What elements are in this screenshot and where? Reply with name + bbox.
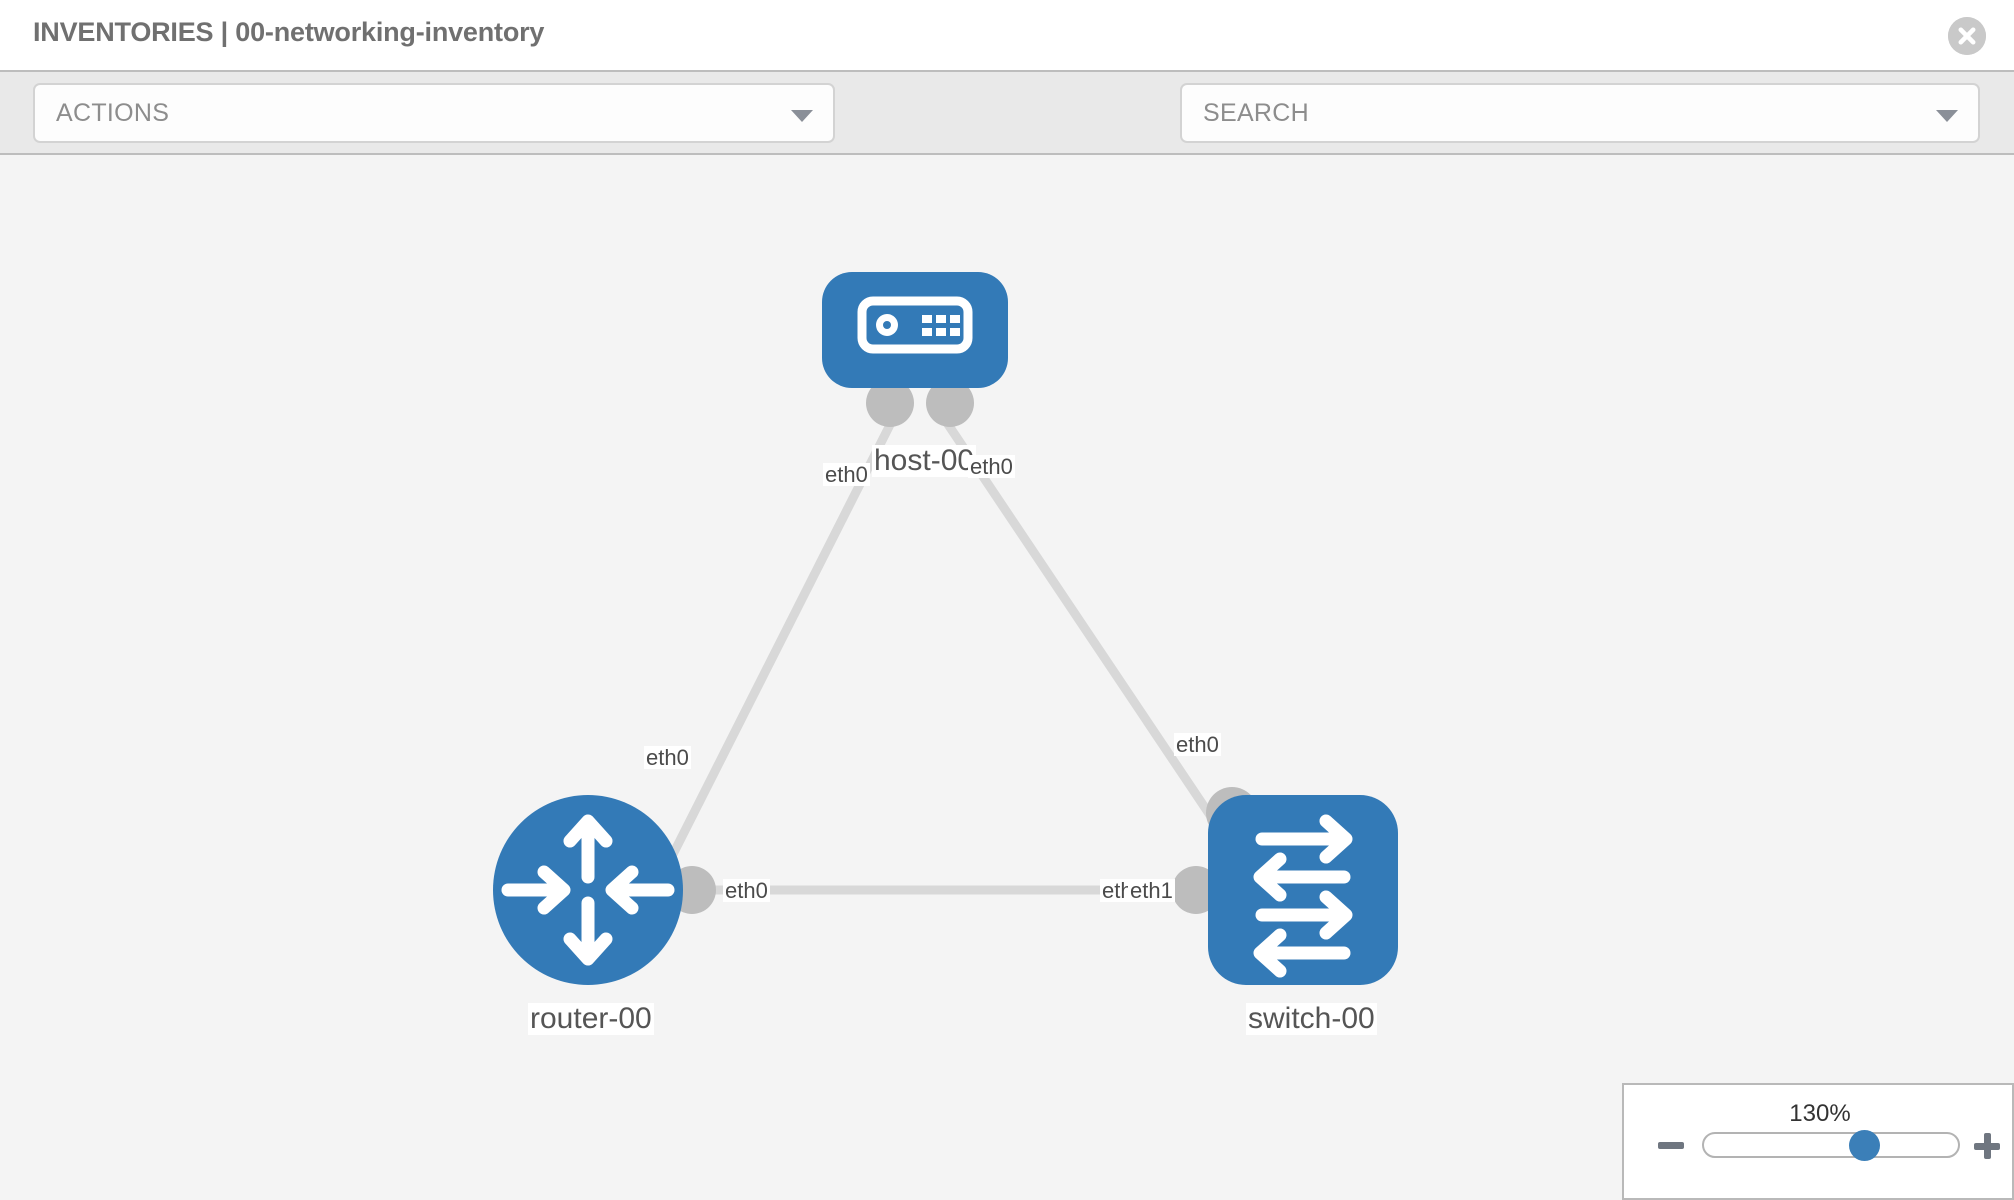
server-icon (857, 296, 973, 354)
node-label-switch-00[interactable]: switch-00 (1246, 1002, 1377, 1035)
port-label-router-up[interactable]: eth0 (644, 745, 691, 770)
router-node-shape[interactable] (493, 795, 683, 985)
router-arrows-icon (501, 814, 675, 966)
port-label-switch-left[interactable]: eth1 (1128, 878, 1175, 903)
close-button[interactable] (1948, 17, 1986, 55)
host-node-shape[interactable] (822, 272, 1008, 388)
actions-dropdown[interactable]: ACTIONS (33, 83, 835, 143)
page-header: INVENTORIES | 00-networking-inventory (0, 0, 2014, 70)
zoom-slider-thumb[interactable] (1849, 1130, 1880, 1161)
port-host-left[interactable] (866, 379, 914, 427)
port-host-right[interactable] (926, 379, 974, 427)
search-input[interactable]: SEARCH (1180, 83, 1980, 143)
page-title: INVENTORIES | 00-networking-inventory (33, 17, 545, 47)
actions-dropdown-label: ACTIONS (56, 99, 170, 127)
chevron-down-icon[interactable] (1936, 110, 1958, 122)
node-router-00[interactable] (493, 795, 683, 985)
close-circle-icon (1948, 17, 1986, 55)
port-label-switch-left-overlap[interactable]: eth (1100, 878, 1135, 903)
port-label-router-right[interactable]: eth0 (723, 878, 770, 903)
port-label-host-left[interactable]: eth0 (823, 462, 870, 487)
topology-links (655, 402, 1234, 895)
port-label-switch-up[interactable]: eth0 (1174, 732, 1221, 757)
toolbar: ACTIONS SEARC (0, 70, 2014, 208)
node-label-router-00[interactable]: router-00 (528, 1002, 654, 1035)
zoom-in-button[interactable] (1974, 1133, 2000, 1159)
node-host-00[interactable] (822, 272, 1008, 388)
switch-arrows-icon (1253, 814, 1353, 978)
topology-graph (493, 272, 1398, 985)
zoom-panel: 130% (1622, 1083, 2014, 1200)
zoom-out-button[interactable] (1658, 1142, 1684, 1149)
topology-canvas[interactable]: host-00 router-00 switch-00 eth0 eth0 et… (0, 155, 2014, 1200)
port-label-host-right[interactable]: eth0 (968, 454, 1015, 479)
chevron-down-icon (791, 110, 813, 122)
zoom-slider-track[interactable] (1702, 1132, 1960, 1158)
zoom-level-value: 130% (1789, 1100, 1851, 1127)
search-placeholder: SEARCH (1203, 99, 1309, 127)
link-host-switch[interactable] (931, 402, 1234, 848)
node-label-host-00[interactable]: host-00 (872, 444, 977, 477)
node-switch-00[interactable] (1208, 795, 1398, 985)
